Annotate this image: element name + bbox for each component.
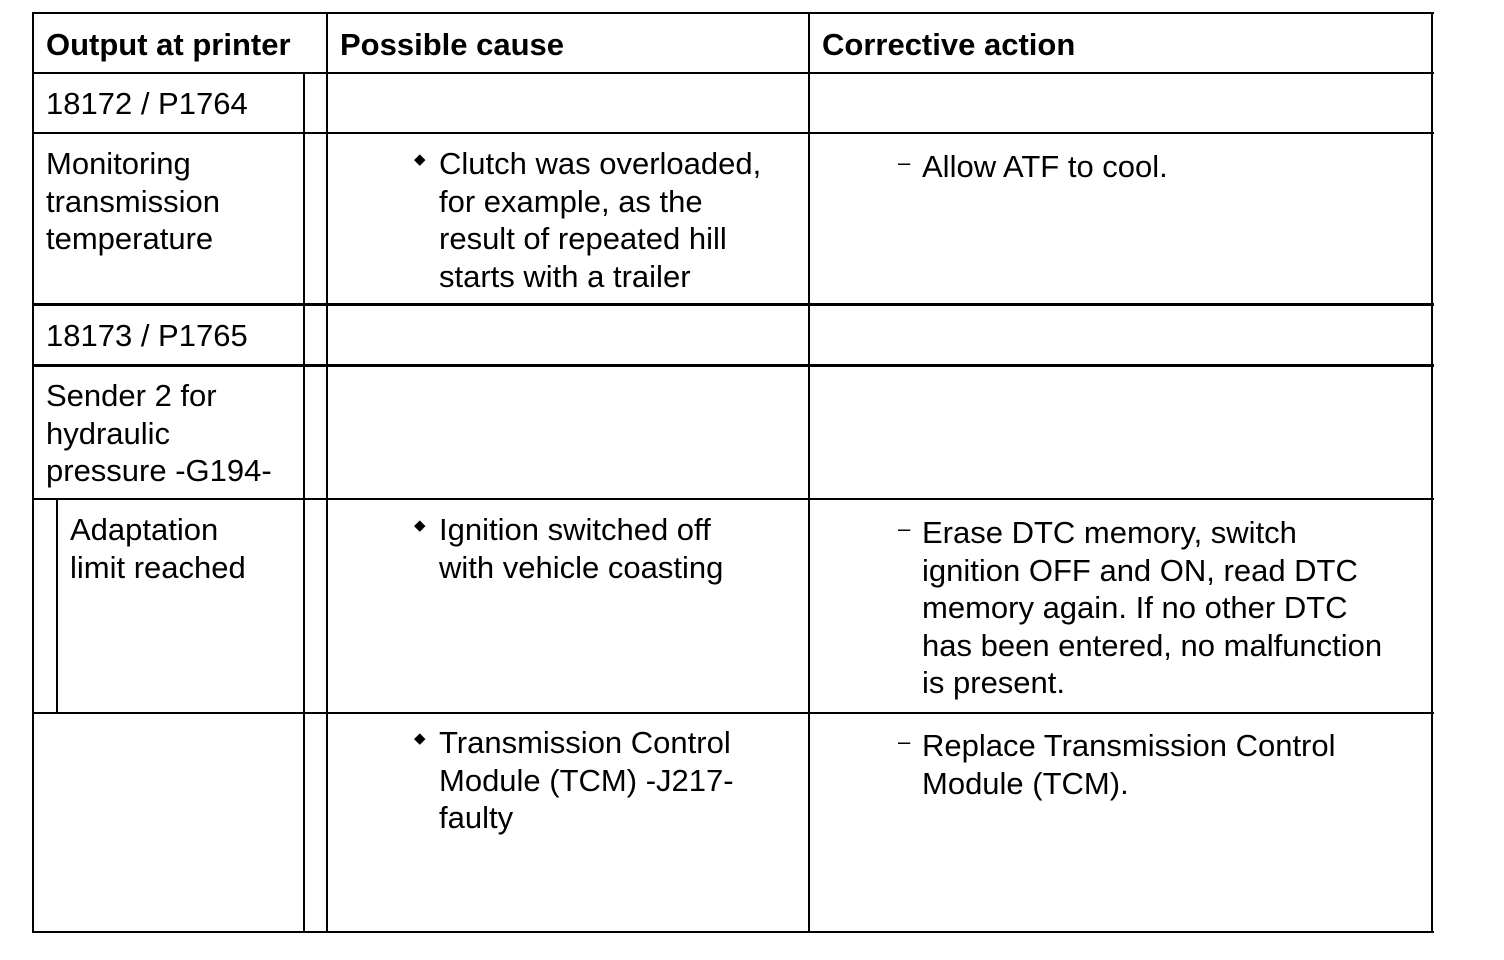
sub-fault-description: Adaptation limit reached <box>70 512 246 585</box>
dtc-code-18172: 18172 / P1764 <box>46 86 248 121</box>
dtc-code-18173: 18173 / P1765 <box>46 318 248 353</box>
rule-row1-bottom <box>32 132 1434 134</box>
dash-icon: – <box>898 516 911 541</box>
rule-col3-left <box>808 12 810 933</box>
bullet-icon: ◆ <box>414 730 426 747</box>
header-cause: Possible cause <box>340 27 565 62</box>
rule-narrow-col <box>303 72 305 933</box>
rule-top <box>32 12 1434 14</box>
rule-row5-bottom <box>32 712 1434 714</box>
rule-header-bottom <box>32 72 1434 74</box>
possible-cause: Clutch was overloaded, for example, as t… <box>439 146 762 294</box>
dash-icon: – <box>898 729 911 754</box>
bullet-icon: ◆ <box>414 151 426 168</box>
dash-icon: – <box>898 150 911 175</box>
corrective-action: Replace Transmission Control Module (TCM… <box>922 728 1336 801</box>
header-output: Output at printer <box>46 27 291 62</box>
fault-description: Sender 2 for hydraulic pressure -G194- <box>46 378 272 488</box>
corrective-action: Erase DTC memory, switch ignition OFF an… <box>922 515 1383 700</box>
rule-right <box>1431 12 1433 933</box>
rule-bottom <box>32 931 1434 933</box>
rule-subfault-indent <box>56 498 58 714</box>
rule-col2-left <box>326 12 328 933</box>
rule-row4-bottom <box>32 498 1434 500</box>
rule-row3-bottom <box>32 364 1434 367</box>
possible-cause: Transmission Control Module (TCM) -J217-… <box>439 725 734 835</box>
header-action: Corrective action <box>822 27 1076 62</box>
rule-row2-bottom <box>32 303 1434 306</box>
bullet-icon: ◆ <box>414 517 426 534</box>
rule-left <box>32 12 34 933</box>
corrective-action: Allow ATF to cool. <box>922 149 1168 184</box>
fault-description: Monitoring transmission temperature <box>46 146 220 256</box>
possible-cause: Ignition switched off with vehicle coast… <box>439 512 724 585</box>
